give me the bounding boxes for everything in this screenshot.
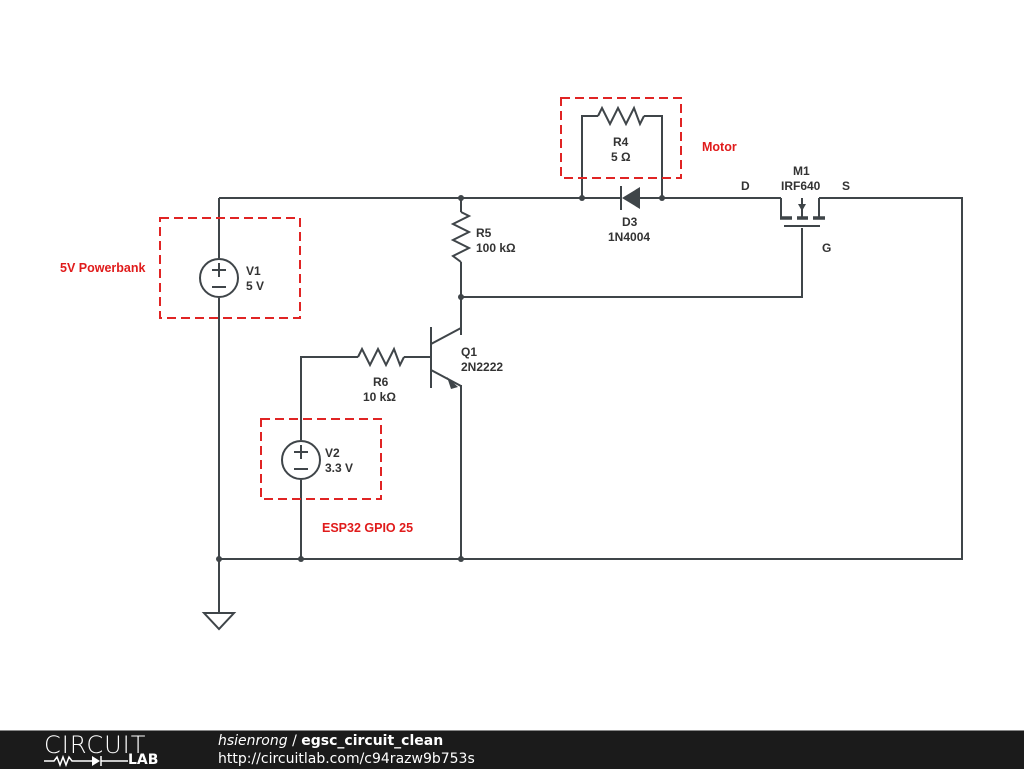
project-meta: hsienrong / egsc_circuit_clean http://ci… — [218, 732, 475, 768]
r6-value: 10 kΩ — [363, 390, 396, 404]
m1-pin-g: G — [822, 241, 831, 255]
ground-icon — [201, 612, 237, 631]
motor-label: Motor — [702, 140, 737, 154]
resistor-r6[interactable] — [357, 346, 405, 368]
r4-name: R4 — [613, 135, 629, 149]
project-url[interactable]: http://circuitlab.com/c94razw9b753s — [218, 751, 475, 767]
r6-name: R6 — [373, 375, 389, 389]
motor-box — [560, 97, 682, 179]
d3-name: D3 — [622, 215, 638, 229]
diode-d3[interactable] — [608, 186, 640, 210]
author-link[interactable]: hsienrong — [218, 733, 288, 749]
footer-bar: CIRCUIT LAB hsienrong / egsc_circuit_cle… — [0, 730, 1024, 769]
resistor-r5[interactable] — [450, 211, 472, 263]
mosfet-m1[interactable] — [780, 198, 825, 227]
resistor-r4[interactable] — [597, 105, 645, 127]
q1-value: 2N2222 — [461, 360, 503, 374]
d3-value: 1N4004 — [608, 230, 650, 244]
r5-name: R5 — [476, 226, 492, 240]
voltage-source-v1[interactable] — [199, 258, 239, 298]
path-separator: / — [287, 733, 302, 749]
v1-value: 5 V — [246, 279, 264, 293]
q1-name: Q1 — [461, 345, 477, 359]
powerbank-label: 5V Powerbank — [60, 261, 145, 275]
powerbank-box — [159, 217, 301, 319]
voltage-source-v2[interactable] — [281, 440, 321, 480]
esp32-box — [260, 418, 382, 500]
esp32-label: ESP32 GPIO 25 — [322, 521, 413, 535]
logo-text-bottom: LAB — [128, 752, 159, 768]
schematic: V1 5 V V2 3.3 V R5 100 kΩ R6 10 kΩ R4 5 … — [60, 97, 963, 631]
r4-value: 5 Ω — [611, 150, 631, 164]
logo-text-top: CIRCUIT — [44, 731, 147, 759]
v1-name: V1 — [246, 264, 261, 278]
v2-value: 3.3 V — [325, 461, 353, 475]
project-title[interactable]: egsc_circuit_clean — [301, 733, 444, 749]
logo-circuit-icon — [44, 755, 128, 767]
m1-pin-d: D — [741, 179, 750, 193]
v2-name: V2 — [325, 446, 340, 460]
wires — [218, 115, 963, 612]
m1-value: IRF640 — [781, 179, 821, 193]
m1-name: M1 — [793, 164, 810, 178]
circuitlab-logo[interactable]: CIRCUIT LAB — [44, 731, 174, 768]
m1-pin-s: S — [842, 179, 850, 193]
transistor-q1[interactable] — [430, 327, 462, 389]
r5-value: 100 kΩ — [476, 241, 516, 255]
junctions — [216, 195, 665, 562]
